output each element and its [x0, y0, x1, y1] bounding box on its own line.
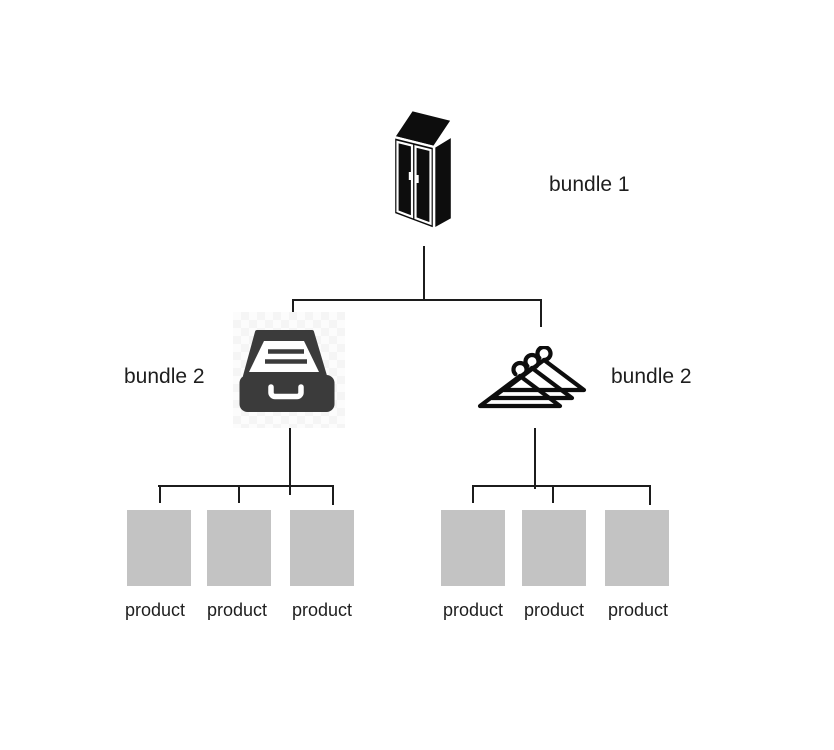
connector-left-stub-2	[238, 485, 240, 503]
connector-root-vertical	[423, 246, 425, 300]
product-box	[522, 510, 586, 586]
connector-left-stub-3	[332, 485, 334, 505]
connector-right-horizontal	[472, 485, 651, 487]
connector-right-stub-3	[649, 485, 651, 505]
file-drawer-icon	[237, 330, 335, 412]
bundle-2-right-label: bundle 2	[611, 365, 692, 388]
connector-right-stub-2	[552, 485, 554, 503]
connector-left-stub-1	[159, 485, 161, 503]
connector-right-stub-1	[472, 485, 474, 503]
connector-right-vertical	[534, 428, 536, 489]
product-box	[290, 510, 354, 586]
product-box	[605, 510, 669, 586]
product-box	[207, 510, 271, 586]
product-label: product	[291, 600, 353, 620]
clothes-hangers-icon	[476, 346, 588, 410]
connector-drop-right	[540, 299, 542, 327]
connector-left-vertical	[289, 428, 291, 495]
product-label: product	[607, 600, 669, 620]
product-label: product	[523, 600, 585, 620]
connector-left-horizontal	[158, 485, 334, 487]
product-box	[127, 510, 191, 586]
bundle-2-left-label: bundle 2	[124, 365, 205, 388]
product-label: product	[124, 600, 186, 620]
bundle-1-label: bundle 1	[549, 173, 630, 196]
product-label: product	[442, 600, 504, 620]
connector-drop-left	[292, 299, 294, 320]
connector-root-horizontal	[292, 299, 542, 301]
product-box	[441, 510, 505, 586]
wardrobe-icon	[392, 108, 454, 232]
product-label: product	[206, 600, 268, 620]
